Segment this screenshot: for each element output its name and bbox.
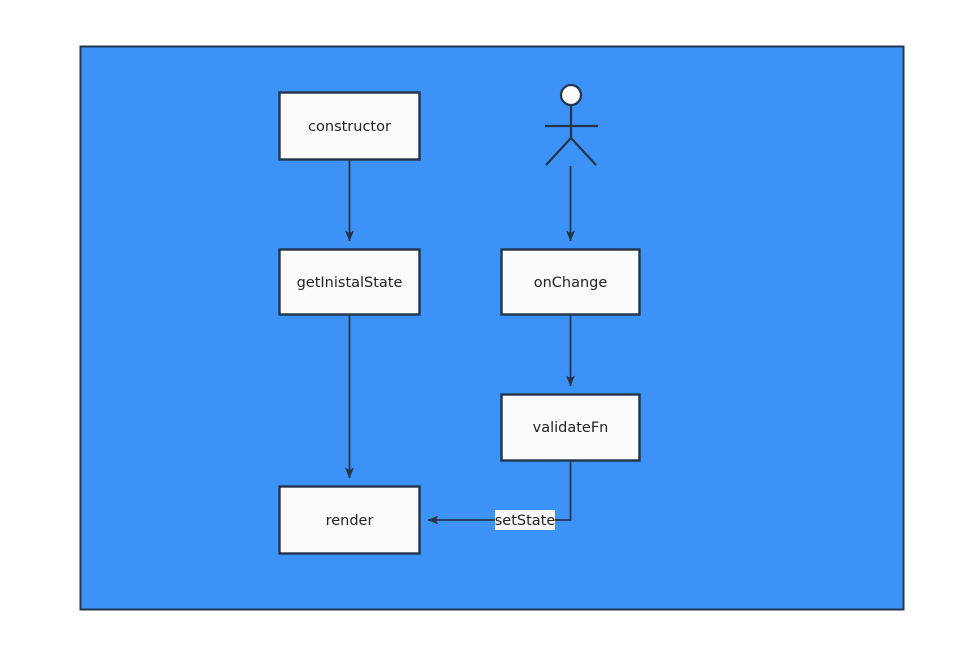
node-box[interactable] (500, 248, 641, 316)
edge-path (427, 461, 572, 525)
user-actor (545, 83, 598, 166)
node-label-render: render (326, 513, 374, 529)
edge-label-background (495, 510, 555, 530)
node-box[interactable] (500, 393, 641, 462)
node-onchange[interactable]: onChange (500, 248, 641, 316)
node-box[interactable] (278, 248, 421, 316)
diagram-frame (79, 45, 905, 611)
actor-leg-right (570, 137, 597, 166)
actor-leg-left (545, 137, 572, 166)
edge-validateFn-to-render: setState (427, 461, 572, 530)
node-validatefn[interactable]: validateFn (500, 393, 641, 462)
node-label-onchange: onChange (534, 275, 608, 291)
node-box[interactable] (278, 91, 421, 161)
node-render[interactable]: render (278, 485, 421, 555)
edge-label-setstate: setState (495, 513, 556, 529)
node-label-validatefn: validateFn (533, 420, 609, 436)
actor-head-icon (559, 83, 583, 107)
node-getinistalstate[interactable]: getInistalState (278, 248, 421, 316)
node-label-constructor: constructor (308, 119, 391, 135)
node-constructor[interactable]: constructor (278, 91, 421, 161)
node-label-getinistalstate: getInistalState (297, 275, 403, 291)
node-box[interactable] (278, 485, 421, 555)
